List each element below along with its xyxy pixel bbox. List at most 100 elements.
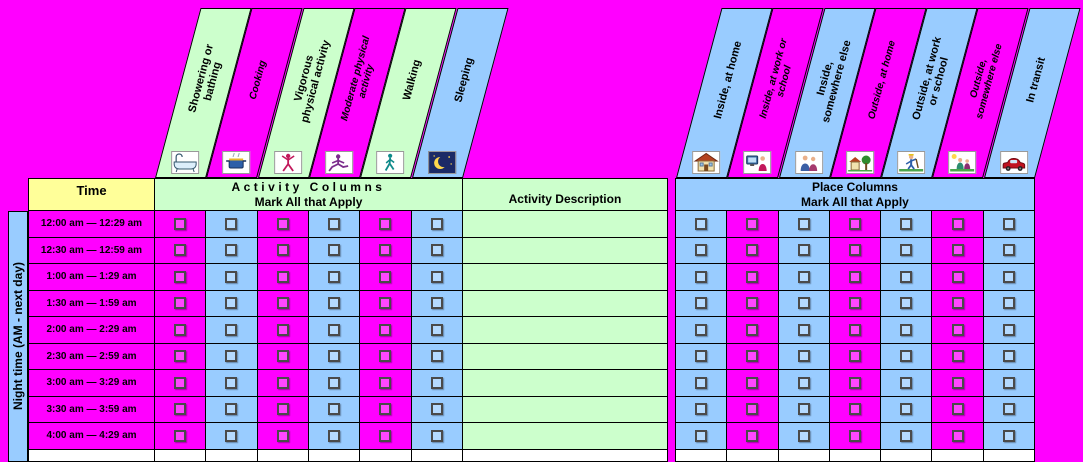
activity-checkbox-showering[interactable]: [174, 217, 187, 230]
activity-checkbox-cooking[interactable]: [225, 403, 238, 416]
activity-checkbox-sleeping[interactable]: [430, 376, 443, 389]
activity-checkbox-sleeping[interactable]: [430, 244, 443, 257]
activity-checkbox-showering[interactable]: [174, 403, 187, 416]
activity-checkbox-showering[interactable]: [174, 376, 187, 389]
activity-checkbox-moderate-activity[interactable]: [328, 376, 341, 389]
activity-checkbox-showering[interactable]: [174, 297, 187, 310]
place-checkbox-inside-somewhere-else[interactable]: [797, 217, 810, 230]
place-checkbox-inside-work-school[interactable]: [746, 376, 759, 389]
place-checkbox-in-transit[interactable]: [1002, 403, 1015, 416]
activity-checkbox-moderate-activity[interactable]: [328, 297, 341, 310]
activity-checkbox-walking[interactable]: [379, 244, 392, 257]
place-checkbox-inside-work-school[interactable]: [746, 323, 759, 336]
place-checkbox-outside-work-school[interactable]: [900, 270, 913, 283]
place-checkbox-outside-home[interactable]: [848, 429, 861, 442]
activity-checkbox-cooking[interactable]: [225, 350, 238, 363]
place-checkbox-outside-home[interactable]: [848, 403, 861, 416]
activity-checkbox-cooking[interactable]: [225, 429, 238, 442]
place-checkbox-in-transit[interactable]: [1002, 270, 1015, 283]
activity-checkbox-walking[interactable]: [379, 376, 392, 389]
place-checkbox-inside-home[interactable]: [695, 297, 708, 310]
place-checkbox-outside-somewhere-else[interactable]: [951, 217, 964, 230]
place-checkbox-inside-home[interactable]: [695, 217, 708, 230]
place-checkbox-outside-somewhere-else[interactable]: [951, 403, 964, 416]
activity-checkbox-sleeping[interactable]: [430, 217, 443, 230]
activity-description-cell[interactable]: [462, 211, 668, 238]
place-checkbox-inside-home[interactable]: [695, 429, 708, 442]
activity-checkbox-walking[interactable]: [379, 217, 392, 230]
activity-checkbox-moderate-activity[interactable]: [328, 270, 341, 283]
activity-checkbox-walking[interactable]: [379, 403, 392, 416]
place-checkbox-inside-work-school[interactable]: [746, 350, 759, 363]
place-checkbox-outside-home[interactable]: [848, 217, 861, 230]
place-checkbox-inside-work-school[interactable]: [746, 244, 759, 257]
activity-checkbox-moderate-activity[interactable]: [328, 403, 341, 416]
place-checkbox-inside-home[interactable]: [695, 376, 708, 389]
place-checkbox-in-transit[interactable]: [1002, 429, 1015, 442]
place-checkbox-inside-somewhere-else[interactable]: [797, 429, 810, 442]
place-checkbox-outside-somewhere-else[interactable]: [951, 297, 964, 310]
place-checkbox-inside-home[interactable]: [695, 323, 708, 336]
place-checkbox-outside-somewhere-else[interactable]: [951, 376, 964, 389]
activity-checkbox-sleeping[interactable]: [430, 403, 443, 416]
place-checkbox-outside-home[interactable]: [848, 297, 861, 310]
activity-checkbox-showering[interactable]: [174, 429, 187, 442]
place-checkbox-outside-home[interactable]: [848, 323, 861, 336]
place-checkbox-inside-work-school[interactable]: [746, 429, 759, 442]
activity-checkbox-sleeping[interactable]: [430, 270, 443, 283]
activity-checkbox-showering[interactable]: [174, 244, 187, 257]
activity-checkbox-walking[interactable]: [379, 270, 392, 283]
place-checkbox-in-transit[interactable]: [1002, 217, 1015, 230]
activity-description-cell[interactable]: [462, 237, 668, 264]
activity-checkbox-cooking[interactable]: [225, 270, 238, 283]
place-checkbox-outside-somewhere-else[interactable]: [951, 270, 964, 283]
activity-checkbox-moderate-activity[interactable]: [328, 244, 341, 257]
place-checkbox-outside-work-school[interactable]: [900, 403, 913, 416]
place-checkbox-outside-work-school[interactable]: [900, 297, 913, 310]
place-checkbox-in-transit[interactable]: [1002, 376, 1015, 389]
activity-checkbox-vigorous-activity[interactable]: [276, 376, 289, 389]
place-checkbox-outside-home[interactable]: [848, 244, 861, 257]
activity-checkbox-moderate-activity[interactable]: [328, 323, 341, 336]
activity-checkbox-walking[interactable]: [379, 350, 392, 363]
place-checkbox-inside-somewhere-else[interactable]: [797, 350, 810, 363]
place-checkbox-inside-somewhere-else[interactable]: [797, 376, 810, 389]
activity-checkbox-sleeping[interactable]: [430, 350, 443, 363]
activity-checkbox-showering[interactable]: [174, 350, 187, 363]
place-checkbox-inside-home[interactable]: [695, 403, 708, 416]
place-checkbox-outside-work-school[interactable]: [900, 323, 913, 336]
place-checkbox-inside-somewhere-else[interactable]: [797, 297, 810, 310]
activity-checkbox-walking[interactable]: [379, 323, 392, 336]
activity-description-cell[interactable]: [462, 370, 668, 397]
activity-description-cell[interactable]: [462, 423, 668, 450]
activity-checkbox-cooking[interactable]: [225, 244, 238, 257]
activity-description-cell[interactable]: [462, 343, 668, 370]
activity-checkbox-moderate-activity[interactable]: [328, 217, 341, 230]
activity-checkbox-vigorous-activity[interactable]: [276, 403, 289, 416]
activity-checkbox-vigorous-activity[interactable]: [276, 297, 289, 310]
place-checkbox-inside-work-school[interactable]: [746, 270, 759, 283]
place-checkbox-inside-somewhere-else[interactable]: [797, 403, 810, 416]
activity-checkbox-showering[interactable]: [174, 270, 187, 283]
activity-checkbox-sleeping[interactable]: [430, 323, 443, 336]
activity-description-cell[interactable]: [462, 264, 668, 291]
activity-checkbox-moderate-activity[interactable]: [328, 429, 341, 442]
place-checkbox-outside-work-school[interactable]: [900, 429, 913, 442]
place-checkbox-outside-home[interactable]: [848, 350, 861, 363]
place-checkbox-outside-somewhere-else[interactable]: [951, 244, 964, 257]
activity-checkbox-cooking[interactable]: [225, 297, 238, 310]
place-checkbox-outside-work-school[interactable]: [900, 217, 913, 230]
activity-description-cell[interactable]: [462, 396, 668, 423]
place-checkbox-outside-home[interactable]: [848, 270, 861, 283]
place-checkbox-inside-home[interactable]: [695, 350, 708, 363]
place-checkbox-inside-somewhere-else[interactable]: [797, 244, 810, 257]
activity-checkbox-vigorous-activity[interactable]: [276, 244, 289, 257]
place-checkbox-outside-somewhere-else[interactable]: [951, 429, 964, 442]
place-checkbox-outside-somewhere-else[interactable]: [951, 323, 964, 336]
activity-checkbox-cooking[interactable]: [225, 217, 238, 230]
activity-checkbox-sleeping[interactable]: [430, 297, 443, 310]
activity-description-cell[interactable]: [462, 290, 668, 317]
place-checkbox-outside-work-school[interactable]: [900, 350, 913, 363]
activity-checkbox-vigorous-activity[interactable]: [276, 270, 289, 283]
place-checkbox-in-transit[interactable]: [1002, 350, 1015, 363]
